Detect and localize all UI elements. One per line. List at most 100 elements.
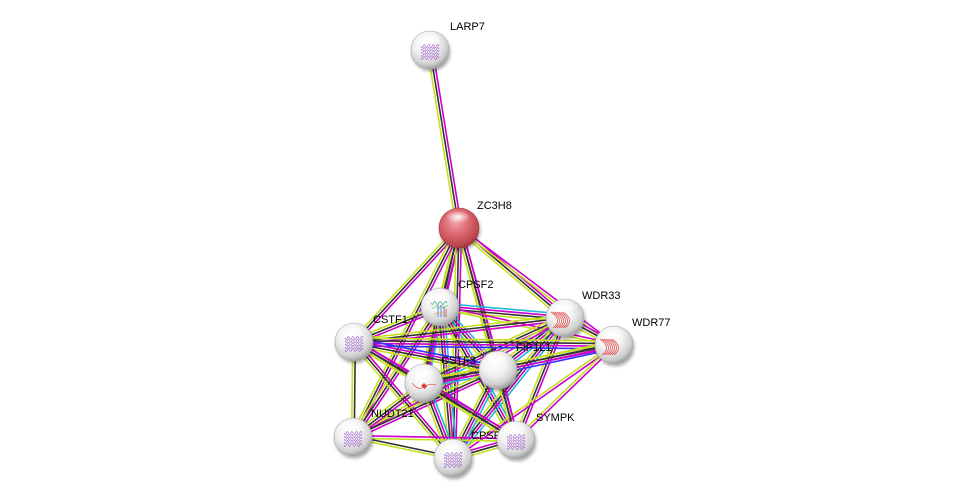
edge-line-experiments — [353, 434, 517, 440]
edge-line-textmining — [351, 225, 458, 341]
node-label: CSTF1 — [373, 314, 408, 326]
protein-structure-icon — [506, 437, 526, 441]
edge-larp7-zc3h8[interactable] — [426, 49, 463, 229]
edge-line-coexpression — [354, 339, 615, 345]
edge-line-experiments — [516, 345, 616, 442]
edge-line-experiments — [353, 342, 614, 348]
edge-line-textmining — [354, 337, 615, 342]
protein-structure-icon — [601, 338, 609, 356]
edge-cpsf2-nudt21[interactable] — [350, 305, 443, 439]
edge-line-databases — [455, 319, 569, 461]
node-label: WDR77 — [632, 317, 671, 329]
protein-structure-icon — [343, 440, 363, 444]
edge-line-experiments — [517, 318, 569, 442]
edge-nudt21-sympk[interactable] — [352, 434, 517, 443]
protein-structure-icon — [443, 461, 463, 465]
protein-structure-icon — [343, 437, 363, 441]
edge-line-textmining — [353, 345, 498, 375]
node-wdr77[interactable]: WDR77 — [594, 317, 671, 365]
node-gloss — [341, 325, 365, 338]
protein-structure-icon — [506, 446, 526, 450]
edge-line-textmining — [349, 226, 458, 437]
node-label: SYMPK — [536, 412, 575, 424]
node-label: ZC3H8 — [477, 200, 512, 212]
edge-line-textmining — [512, 316, 564, 440]
protein-structure-icon — [603, 338, 611, 356]
edge-line-homology — [354, 337, 499, 367]
edges-layer — [349, 49, 616, 462]
protein-structure-icon — [344, 339, 364, 343]
edge-line-experiments — [459, 226, 616, 345]
node-gloss — [340, 420, 364, 433]
node-label: FIP1L1 — [516, 342, 551, 354]
node-gloss — [503, 423, 527, 436]
edge-line-coexpression — [353, 342, 498, 373]
edge-line-textmining — [456, 229, 564, 321]
node-gloss — [417, 33, 441, 46]
edge-wdr33-sympk[interactable] — [512, 316, 569, 442]
edge-line-coexpression — [429, 49, 460, 229]
edge-line-coexpression — [353, 341, 454, 459]
protein-structure-icon — [443, 455, 463, 459]
node-label: CSTF3 — [441, 355, 476, 367]
edge-line-homology — [498, 348, 615, 375]
node-sympk[interactable]: SYMPK — [496, 412, 575, 460]
edge-line-experiments — [440, 304, 566, 318]
node-wdr33[interactable]: WDR33 — [545, 290, 621, 338]
node-cpsf2[interactable]: CPSF2 — [420, 279, 493, 327]
edge-line-textmining — [353, 314, 565, 341]
protein-structure-icon — [344, 342, 364, 346]
protein-structure-icon — [343, 443, 363, 447]
protein-structure-icon — [344, 348, 364, 352]
node-gloss — [552, 301, 576, 314]
edge-wdr77-sympk[interactable] — [514, 343, 616, 442]
protein-structure-icon — [605, 338, 613, 356]
edge-line-coexpression — [352, 306, 441, 438]
protein-structure-icon — [552, 311, 560, 329]
edge-line-experiments — [354, 339, 499, 370]
edge-line-textmining — [514, 343, 614, 440]
protein-structure-icon — [550, 311, 558, 329]
node-label: CPSF2 — [458, 279, 493, 291]
protein-structure-icon — [343, 434, 363, 438]
node-gloss — [440, 441, 464, 454]
protein-structure-icon — [420, 50, 440, 54]
protein-structure-icon — [443, 464, 463, 468]
protein-structure-icon — [556, 311, 564, 329]
edge-line-coexpression — [438, 307, 516, 442]
edge-line-coexpression — [352, 227, 460, 438]
edge-line-databases — [440, 302, 566, 315]
node-gloss — [427, 290, 451, 303]
edge-line-experiments — [353, 371, 500, 441]
edge-line-coexpression — [423, 316, 565, 383]
protein-structure-icon — [421, 383, 427, 389]
edge-line-experiments — [354, 308, 443, 439]
edge-line-textmining — [426, 50, 458, 229]
node-fip1l1[interactable]: FIP1L1 — [478, 342, 551, 390]
protein-structure-icon — [554, 311, 562, 329]
protein-structure-icon — [506, 443, 526, 447]
edge-line-experiments — [431, 49, 463, 228]
node-gloss — [445, 210, 471, 224]
node-label: NUDT21 — [371, 408, 414, 420]
protein-structure-icon — [420, 47, 440, 51]
node-gloss — [601, 328, 625, 341]
node-cstf1[interactable]: CSTF1 — [334, 314, 408, 362]
node-cstf3[interactable]: CSTF3 — [404, 355, 476, 403]
edge-line-experiments — [355, 229, 462, 345]
edge-line-coexpression — [515, 317, 566, 441]
edge-zc3h8-cstf1[interactable] — [351, 225, 462, 345]
node-larp7[interactable]: LARP7 — [410, 21, 485, 70]
edge-cstf1-fip1l1[interactable] — [353, 337, 499, 375]
node-zc3h8[interactable]: ZC3H8 — [438, 200, 512, 249]
node-label: WDR33 — [582, 290, 621, 302]
protein-structure-icon — [433, 311, 445, 315]
protein-structure-icon — [437, 305, 445, 317]
protein-structure-icon — [599, 338, 607, 356]
protein-structure-icon — [506, 440, 526, 444]
node-label: LARP7 — [450, 21, 485, 33]
node-nudt21[interactable]: NUDT21 — [333, 408, 414, 457]
edge-line-textmining — [439, 307, 614, 348]
